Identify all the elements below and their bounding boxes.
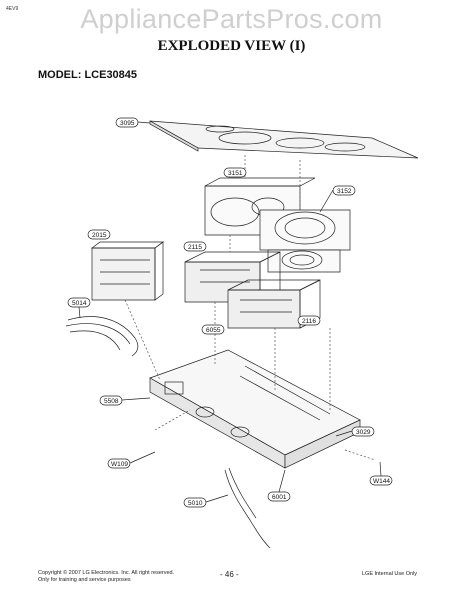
svg-text:6055: 6055	[206, 327, 221, 334]
page-title: EXPLODED VIEW (I)	[157, 38, 306, 54]
model-label: MODEL: LCE30845	[38, 69, 138, 81]
callout-6001: 6001	[267, 469, 291, 502]
corner-code: 4EV9	[6, 6, 19, 12]
watermark: AppliancePartsPros.com	[80, 4, 383, 34]
svg-text:5010: 5010	[188, 500, 203, 507]
svg-text:W144: W144	[373, 478, 390, 485]
callout-3151: 3151	[223, 167, 247, 178]
copyright-line-2: Only for training and service purposes	[38, 577, 131, 583]
callout-5508: 5508	[99, 395, 151, 406]
callout-2116: 2116	[297, 315, 321, 326]
radiant-heater-tray-right	[259, 209, 351, 251]
svg-text:2115: 2115	[188, 244, 202, 251]
svg-text:W109: W109	[111, 461, 128, 468]
callout-w109: W109	[107, 451, 156, 469]
callout-w144: W144	[369, 461, 393, 486]
svg-text:3151: 3151	[228, 170, 243, 177]
svg-text:2116: 2116	[302, 318, 316, 325]
copyright-line-1: Copyright © 2007 LG Electronics. Inc. Al…	[38, 570, 175, 576]
page-number: - 46 -	[220, 570, 239, 579]
callout-3029: 3029	[335, 426, 375, 437]
svg-text:5014: 5014	[72, 300, 87, 307]
callout-6055: 6055	[201, 324, 225, 335]
svg-text:3095: 3095	[120, 120, 135, 127]
callout-5010: 5010	[183, 494, 229, 508]
svg-text:3029: 3029	[356, 429, 371, 436]
svg-text:6001: 6001	[272, 494, 287, 501]
svg-text:5508: 5508	[104, 398, 119, 405]
svg-text:2015: 2015	[92, 232, 107, 239]
wire-harness	[67, 316, 139, 357]
callout-2015: 2015	[87, 229, 111, 240]
callout-3095: 3095	[115, 117, 151, 128]
power-cord	[224, 469, 271, 549]
induction-module-lower	[227, 289, 301, 329]
callout-5014: 5014	[67, 297, 91, 319]
svg-text:3152: 3152	[337, 188, 352, 195]
callout-2115: 2115	[183, 241, 207, 252]
copyright-note: Copyright © 2007 LG Electronics. Inc. Al…	[38, 570, 174, 584]
internal-use-note: LGE Internal Use Only	[362, 571, 418, 577]
control-pcb	[91, 247, 156, 301]
callout-3152: 3152	[319, 185, 356, 213]
